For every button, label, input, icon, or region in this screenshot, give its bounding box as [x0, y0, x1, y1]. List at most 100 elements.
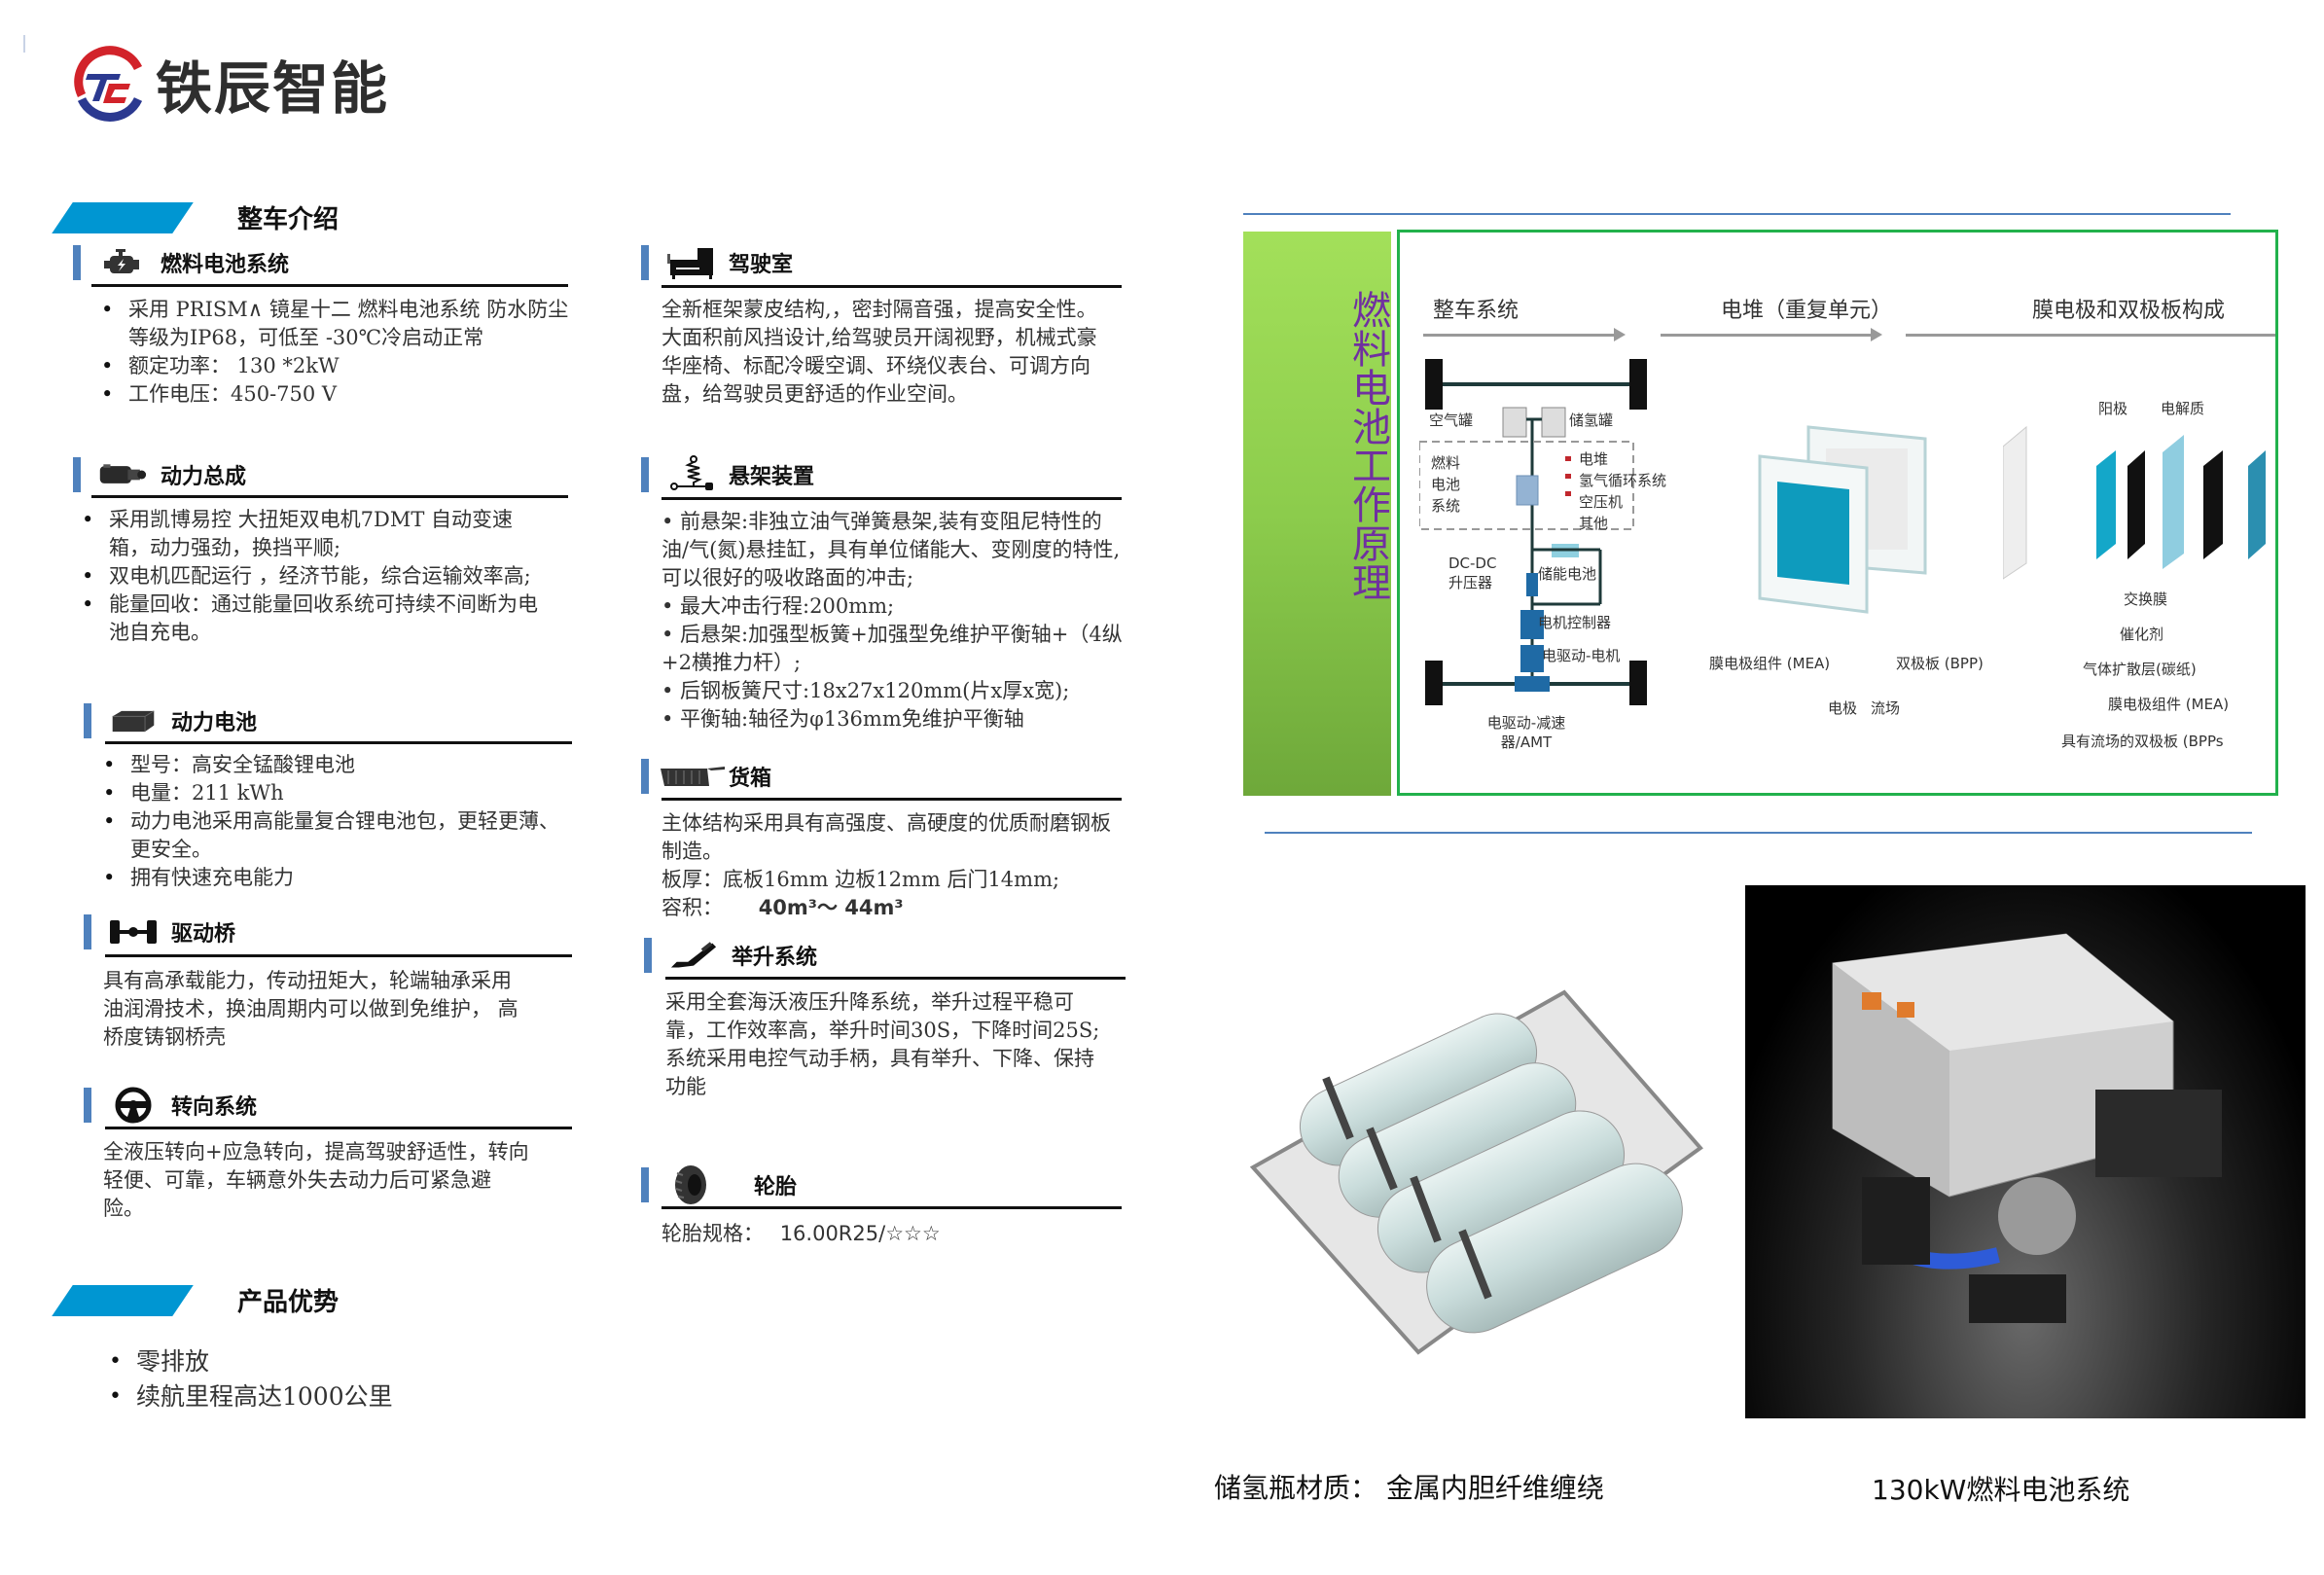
label-electrode: 电极	[1828, 699, 1858, 717]
accent-bar	[641, 457, 649, 492]
arrow-icon	[1661, 328, 1882, 341]
tire-icon	[666, 1165, 715, 1204]
fc-part: 空压机	[1579, 493, 1624, 511]
top-divider	[1243, 213, 2231, 215]
cargo-box-specs: 主体结构采用具有高强度、高硬度的优质耐磨钢板制造。 板厚：底板16mm 边板12…	[661, 809, 1128, 922]
label-air-tank: 空气罐	[1429, 412, 1474, 429]
vehicle-schematic-graphic	[1419, 359, 1647, 705]
spec-item: 拥有快速充电能力	[103, 864, 560, 892]
label-mea: 膜电极组件 (MEA)	[1709, 655, 1831, 672]
label-exchange-membrane: 交换膜	[2124, 591, 2168, 608]
diagram-header: 膜电极和双极板构成	[2032, 299, 2226, 323]
volume-value: 40m³～ 44m³	[758, 896, 904, 919]
fc-part: 氢气循环系统	[1579, 472, 1667, 489]
divider	[91, 495, 568, 498]
label-gdl: 气体扩散层(碳纸)	[2083, 661, 2197, 678]
subsection-lift: 举升系统	[644, 938, 817, 973]
spec-item: 工作电压：450-750 V	[101, 380, 578, 409]
spring-icon	[666, 455, 715, 490]
advantage-item: 续航里程高达1000公里	[109, 1379, 556, 1414]
dump-body-icon	[659, 761, 727, 792]
lift-text: 系统采用电控气动手柄，具有举升、下降、保持功能	[665, 1047, 1094, 1098]
label-anode: 阳极	[2098, 400, 2128, 417]
diagram-side-title: 燃料电池工作原理	[1345, 290, 1390, 601]
label-motor-controller: 电机控制器	[1538, 614, 1612, 631]
volume-label: 容积：	[661, 896, 723, 919]
divider	[105, 741, 572, 744]
accent-bar	[84, 703, 91, 738]
accent-bar	[73, 457, 81, 492]
spec-line: • 平衡轴:轴径为φ136mm免维护平衡轴	[661, 707, 1024, 731]
accent-bar	[73, 245, 81, 280]
advantages-list: 零排放 续航里程高达1000公里	[109, 1344, 556, 1414]
fc-part: 其他	[1579, 515, 1609, 532]
truck-cab-icon	[666, 247, 715, 279]
accent-bar	[641, 759, 649, 794]
banner-shape	[52, 201, 194, 233]
tire-spec-value: 16.00R25/☆☆☆	[779, 1222, 941, 1245]
spec-item: 电量：211 kWh	[103, 779, 560, 807]
corner-mark	[23, 35, 25, 53]
spec-item: 型号：高安全锰酸锂电池	[103, 751, 560, 779]
advantage-item: 零排放	[109, 1344, 556, 1379]
subsection-suspension: 悬架装置	[641, 455, 815, 492]
label-bpp: 双极板 (BPP)	[1896, 655, 1984, 672]
subsection-title: 动力总成	[161, 464, 247, 489]
label-reducer: 电驱动-减速器/AMT	[1486, 714, 1566, 751]
fuel-cell-diagram: 整车系统 电堆（重复单元） 膜电极和双极板构成 空气罐 储氢罐 燃料电池系统 电…	[1397, 230, 2278, 796]
brand-name: 铁辰智能	[156, 55, 390, 122]
mea-layers-graphic	[2003, 425, 2266, 580]
brand-logo: 铁辰智能	[70, 43, 389, 125]
subsection-steering: 转向系统	[84, 1087, 257, 1124]
spec-line: • 前悬架:非独立油气弹簧悬架,装有变阻尼特性的油/气(氮)悬挂缸，具有单位储能…	[661, 510, 1121, 590]
fc-part: 电堆	[1579, 450, 1609, 468]
accent-bar	[84, 1088, 91, 1123]
cab-text: 全新框架蒙皮结构,，密封隔音强，提高安全性。大面积前风挡设计,给驾驶员开阔视野，…	[661, 298, 1097, 406]
accent-bar	[644, 938, 652, 973]
accent-bar	[84, 914, 91, 949]
subsection-title: 轮胎	[754, 1174, 798, 1199]
steering-wheel-icon	[109, 1087, 158, 1124]
section-title: 整车介绍	[237, 205, 340, 234]
subsection-cargo-box: 货箱	[641, 759, 771, 794]
hydrogen-tank-image	[1249, 989, 1703, 1355]
label-motor: 电驱动-电机	[1542, 647, 1621, 664]
suspension-specs: • 前悬架:非独立油气弹簧悬架,装有变阻尼特性的油/气(氮)悬挂缸，具有单位储能…	[661, 508, 1128, 734]
engine-icon	[98, 247, 147, 278]
subsection-title: 悬架装置	[729, 464, 815, 489]
cargo-thickness: 板厚：底板16mm 边板12mm 后门14mm;	[661, 868, 1060, 891]
subsection-title: 驾驶室	[729, 252, 794, 277]
arrow-icon	[1423, 328, 1626, 341]
divider	[105, 954, 572, 957]
spec-line: • 后钢板簧尺寸:18x27x120mm(片x厚x宽);	[661, 679, 1070, 702]
spec-item: 动力电池采用高能量复合锂电池包，更轻更薄、更安全。	[103, 807, 560, 864]
subsection-title: 燃料电池系统	[161, 252, 290, 277]
battery-specs: 型号：高安全锰酸锂电池 电量：211 kWh 动力电池采用高能量复合锂电池包，更…	[103, 751, 560, 892]
accent-bar	[641, 245, 649, 280]
subsection-title: 驱动桥	[171, 921, 236, 947]
tank-caption: 储氢瓶材质： 金属内胆纤维缠绕	[1214, 1472, 1604, 1504]
section-banner-intro: 整车介绍	[47, 199, 339, 235]
tc-logo-icon	[74, 46, 143, 122]
subsection-fuel-cell: 燃料电池系统	[73, 245, 289, 280]
label-h2-tank: 储氢罐	[1569, 412, 1614, 429]
label-catalyst: 催化剂	[2120, 626, 2164, 643]
powertrain-specs: 采用凯博易控 大扭矩双电机7DMT 自动变速箱，动力强劲，换挡平顺; 双电机匹配…	[82, 506, 539, 647]
divider	[661, 497, 1122, 500]
diagram-header: 电堆（重复单元）	[1721, 299, 1893, 323]
spec-item: 能量回收：通过能量回收系统可持续不间断为电池自充电。	[82, 591, 539, 647]
spec-item: 额定功率： 130 *2kW	[101, 352, 578, 380]
diagram-header: 整车系统	[1433, 299, 1520, 323]
cargo-volume-row: 容积： 40m³～ 44m³	[661, 894, 1128, 922]
label-storage-battery: 储能电池	[1538, 565, 1597, 583]
divider	[661, 798, 1122, 801]
label-dcdc: DC-DC升压器	[1448, 555, 1497, 591]
subsection-drive-axle: 驱动桥	[84, 914, 235, 949]
gearbox-icon	[98, 459, 147, 490]
spec-line: • 最大冲击行程:200mm;	[661, 594, 895, 618]
fc-system-caption: 130kW燃料电池系统	[1872, 1474, 2130, 1506]
subsection-tire: 轮胎	[641, 1165, 798, 1204]
lift-specs: 采用全套海沃液压升降系统，举升过程平稳可靠，工作效率高，举升时间30S，下降时间…	[665, 988, 1103, 1101]
battery-pack-icon	[109, 705, 158, 736]
label-electrolyte: 电解质	[2161, 400, 2205, 417]
